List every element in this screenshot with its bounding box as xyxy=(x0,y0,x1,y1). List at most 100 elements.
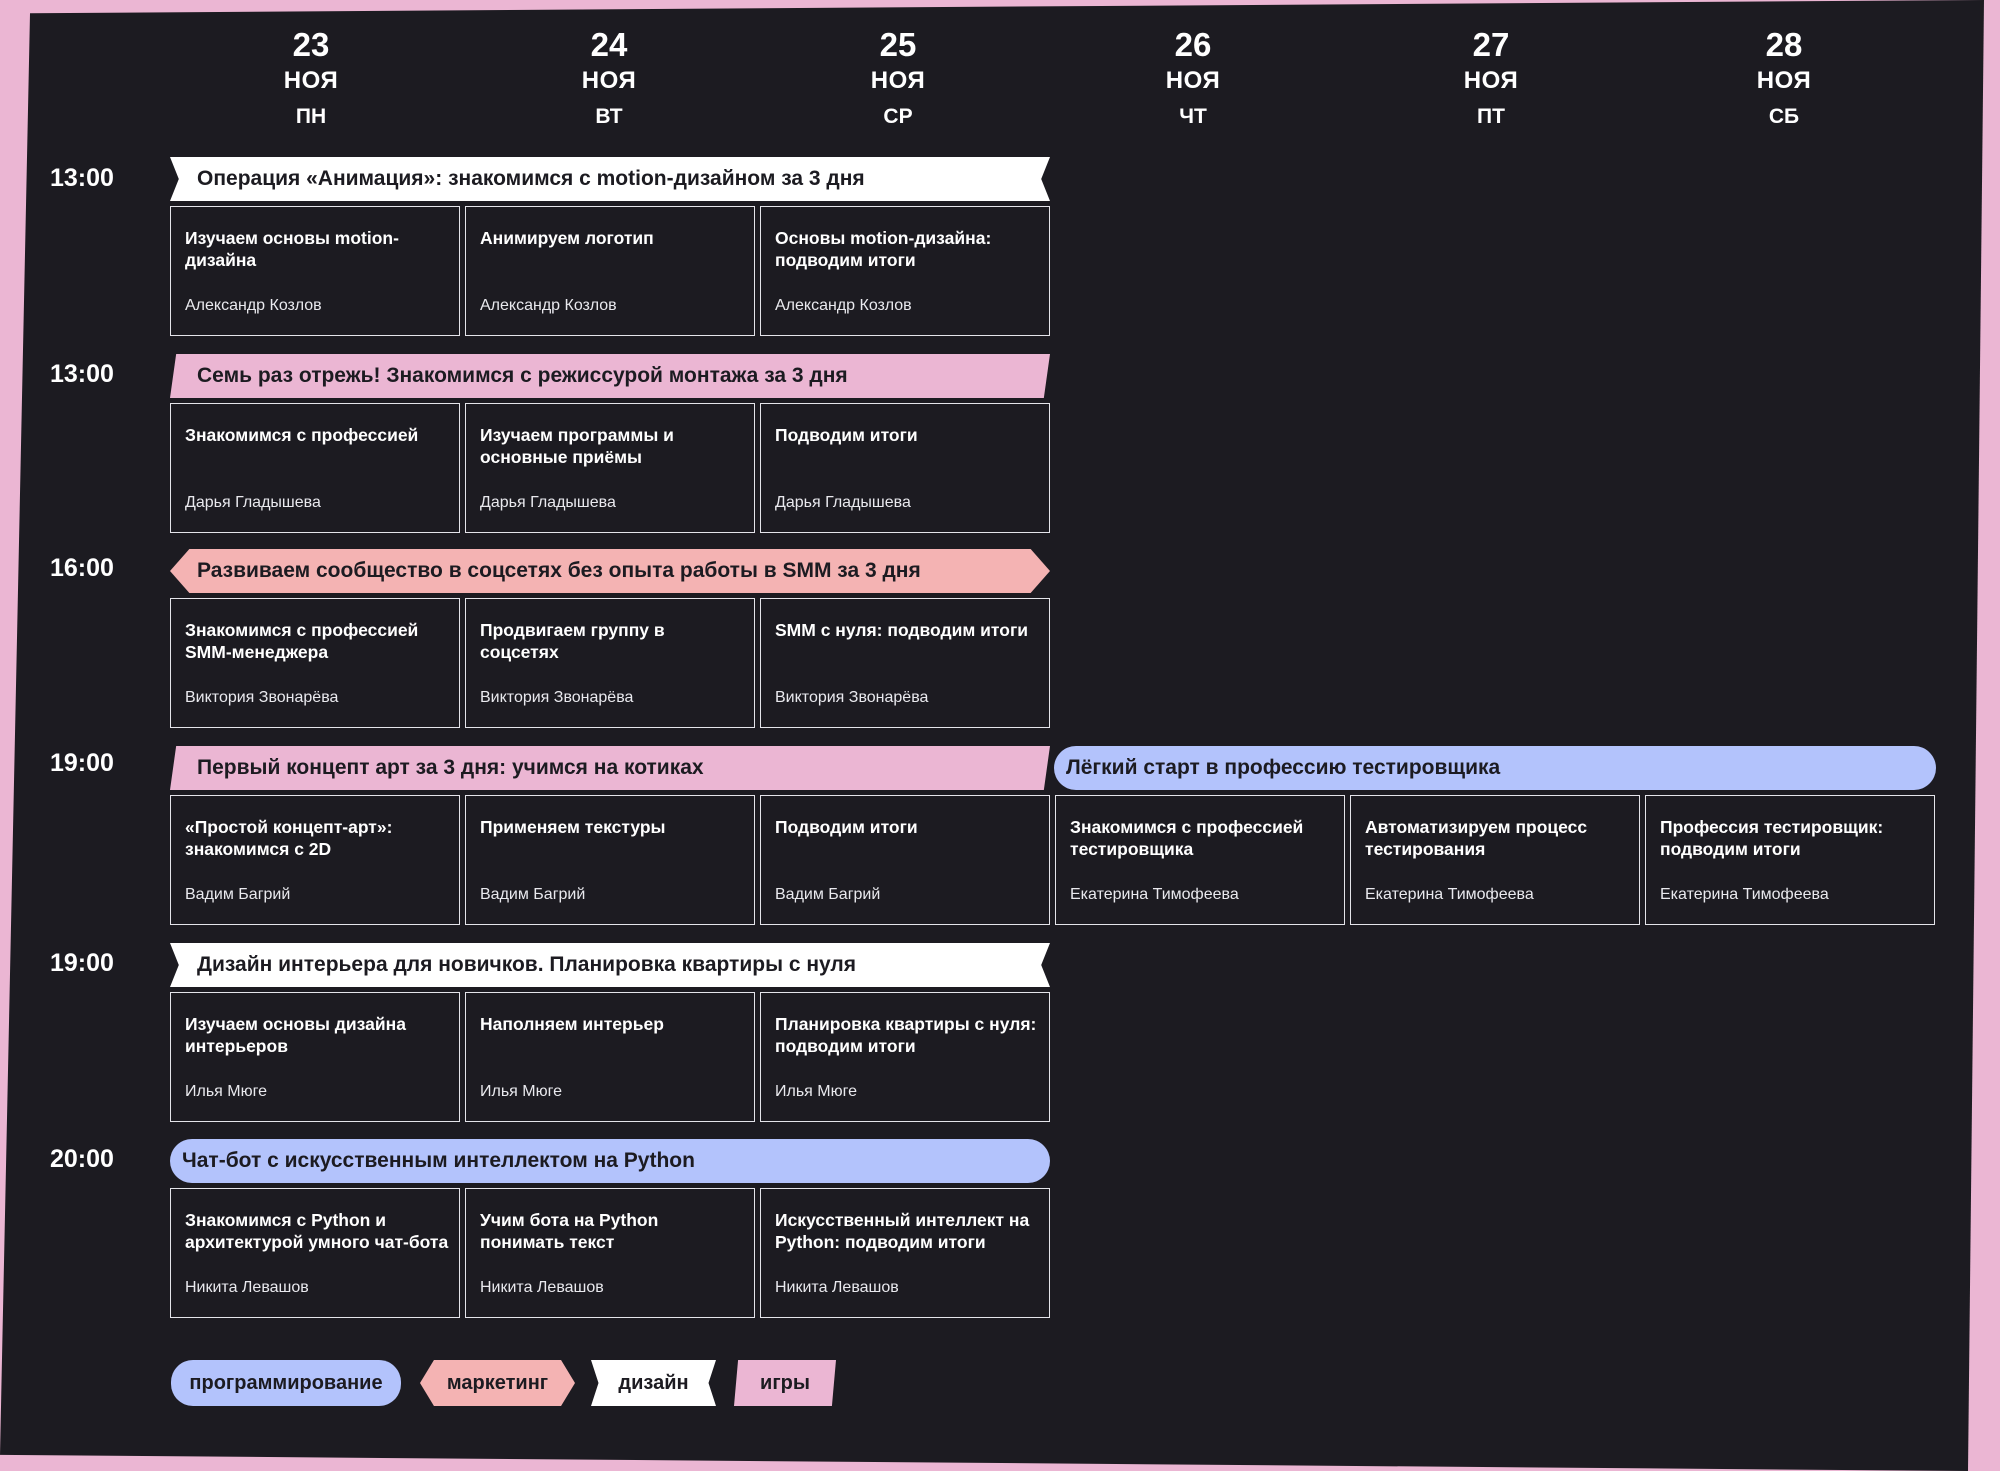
lesson-title: Автоматизируем процесс тестирования xyxy=(1365,817,1588,859)
lesson-author: Никита Левашов xyxy=(185,1279,309,1296)
course-banner-concept-art[interactable]: Первый концепт арт за 3 дня: учимся на к… xyxy=(170,746,1050,790)
day-month: НОЯ xyxy=(1165,67,1221,94)
lesson-card[interactable]: Учим бота на Python понимать текст Никит… xyxy=(465,1188,755,1318)
course-banner-montage[interactable]: Семь раз отрежь! Знакомимся с режиссурой… xyxy=(170,354,1050,398)
course-banner-motion-design[interactable]: Операция «Анимация»: знакомимся с motion… xyxy=(170,157,1050,201)
legend-chip-games: игры xyxy=(734,1360,836,1406)
lesson-author: Александр Козлов xyxy=(185,297,322,314)
day-header-27: 27 НОЯ ПТ xyxy=(1431,22,1551,132)
lesson-author: Виктория Звонарёва xyxy=(185,689,339,706)
lesson-card[interactable]: Изучаем основы motion-дизайна Александр … xyxy=(170,206,460,336)
lesson-title: Анимируем логотип xyxy=(480,228,654,248)
legend-label: дизайн xyxy=(618,1371,689,1394)
day-weekday: ЧТ xyxy=(1179,105,1207,128)
lesson-title: Искусственный интеллект на Python: подво… xyxy=(775,1210,1030,1252)
lesson-title: Знакомимся с профессией SMM-менеджера xyxy=(185,620,419,662)
lesson-title: Основы motion-дизайна: подводим итоги xyxy=(775,228,992,270)
lesson-author: Вадим Багрий xyxy=(185,886,291,903)
lesson-author: Илья Мюге xyxy=(775,1083,857,1100)
lesson-card[interactable]: Подводим итоги Дарья Гладышева xyxy=(760,403,1050,533)
lesson-card[interactable]: Наполняем интерьер Илья Мюге xyxy=(465,992,755,1122)
course-title: Дизайн интерьера для новичков. Планировк… xyxy=(197,953,857,976)
day-month: НОЯ xyxy=(870,67,926,94)
lesson-card[interactable]: Знакомимся с профессией тестировщика Ека… xyxy=(1055,795,1345,925)
time-label: 20:00 xyxy=(50,1145,114,1173)
lesson-card[interactable]: Знакомимся с Python и архитектурой умног… xyxy=(170,1188,460,1318)
day-header-24: 24 НОЯ ВТ xyxy=(549,22,669,132)
course-title: Лёгкий старт в профессию тестировщика xyxy=(1066,756,1501,779)
lesson-title: Изучаем основы дизайна интерьеров xyxy=(185,1014,406,1056)
lesson-title: Продвигаем группу в соцсетях xyxy=(480,620,665,662)
legend-label: игры xyxy=(760,1371,810,1394)
day-number: 23 xyxy=(292,26,330,63)
legend-label: маркетинг xyxy=(446,1371,549,1394)
lesson-author: Вадим Багрий xyxy=(480,886,586,903)
lesson-card[interactable]: Основы motion-дизайна: подводим итоги Ал… xyxy=(760,206,1050,336)
lesson-author: Екатерина Тимофеева xyxy=(1070,886,1239,903)
course-banner-smm[interactable]: Развиваем сообщество в соцсетях без опыт… xyxy=(170,549,1050,593)
day-weekday: СБ xyxy=(1768,105,1800,128)
time-label: 13:00 xyxy=(50,360,114,388)
time-label: 19:00 xyxy=(50,949,114,977)
lesson-card[interactable]: Изучаем основы дизайна интерьеров Илья М… xyxy=(170,992,460,1122)
day-month: НОЯ xyxy=(581,67,637,94)
lesson-card[interactable]: Искусственный интеллект на Python: подво… xyxy=(760,1188,1050,1318)
legend-chip-design: дизайн xyxy=(591,1360,716,1406)
lesson-title: Изучаем основы motion-дизайна xyxy=(185,228,399,270)
course-banner-interior-design[interactable]: Дизайн интерьера для новичков. Планировк… xyxy=(170,943,1050,987)
lesson-card[interactable]: Подводим итоги Вадим Багрий xyxy=(760,795,1050,925)
course-banner-python-chatbot[interactable]: Чат-бот с искусственным интеллектом на P… xyxy=(170,1139,1050,1183)
lesson-title: Знакомимся с Python и архитектурой умног… xyxy=(185,1210,449,1252)
legend-chip-marketing: маркетинг xyxy=(420,1360,575,1406)
lesson-title: Подводим итоги xyxy=(775,817,918,837)
lesson-card[interactable]: Анимируем логотип Александр Козлов xyxy=(465,206,755,336)
lesson-title: Учим бота на Python понимать текст xyxy=(480,1210,659,1252)
lesson-card[interactable]: Профессия тестировщик: подводим итоги Ек… xyxy=(1645,795,1935,925)
lesson-title: «Простой концепт-арт»: знакомимся с 2D xyxy=(185,817,393,859)
lesson-title: Наполняем интерьер xyxy=(480,1014,664,1034)
lesson-card[interactable]: Планировка квартиры с нуля: подводим ито… xyxy=(760,992,1050,1122)
lesson-card[interactable]: Применяем текстуры Вадим Багрий xyxy=(465,795,755,925)
day-number: 26 xyxy=(1174,26,1212,63)
lesson-author: Александр Козлов xyxy=(480,297,617,314)
day-number: 25 xyxy=(879,26,917,63)
course-banner-testing[interactable]: Лёгкий старт в профессию тестировщика xyxy=(1054,746,1936,790)
course-title: Семь раз отрежь! Знакомимся с режиссурой… xyxy=(197,364,848,387)
lesson-author: Дарья Гладышева xyxy=(185,494,321,511)
day-weekday: ВТ xyxy=(595,105,623,128)
lesson-author: Дарья Гладышева xyxy=(775,494,911,511)
day-header-28: 28 НОЯ СБ xyxy=(1724,22,1844,132)
lesson-title: Планировка квартиры с нуля: подводим ито… xyxy=(775,1014,1037,1056)
lesson-author: Екатерина Тимофеева xyxy=(1365,886,1534,903)
time-label: 13:00 xyxy=(50,164,114,192)
lesson-card[interactable]: Автоматизируем процесс тестирования Екат… xyxy=(1350,795,1640,925)
legend-chip-programming: программирование xyxy=(171,1360,401,1406)
lesson-title: Знакомимся с профессией xyxy=(185,425,419,445)
time-label: 16:00 xyxy=(50,554,114,582)
day-number: 28 xyxy=(1765,26,1803,63)
lesson-author: Виктория Звонарёва xyxy=(775,689,929,706)
day-header-26: 26 НОЯ ЧТ xyxy=(1133,22,1253,132)
day-weekday: СР xyxy=(883,105,913,128)
lesson-card[interactable]: «Простой концепт-арт»: знакомимся с 2D В… xyxy=(170,795,460,925)
lesson-author: Вадим Багрий xyxy=(775,886,881,903)
lesson-author: Александр Козлов xyxy=(775,297,912,314)
lesson-author: Илья Мюге xyxy=(185,1083,267,1100)
day-weekday: ПН xyxy=(295,105,327,128)
lesson-card[interactable]: SMM с нуля: подводим итоги Виктория Звон… xyxy=(760,598,1050,728)
course-title: Операция «Анимация»: знакомимся с motion… xyxy=(197,167,865,190)
lesson-author: Никита Левашов xyxy=(480,1279,604,1296)
lesson-author: Илья Мюге xyxy=(480,1083,562,1100)
day-month: НОЯ xyxy=(283,67,339,94)
lesson-author: Дарья Гладышева xyxy=(480,494,616,511)
lesson-card[interactable]: Знакомимся с профессией Дарья Гладышева xyxy=(170,403,460,533)
lesson-card[interactable]: Изучаем программы и основные приёмы Дарь… xyxy=(465,403,755,533)
lesson-author: Никита Левашов xyxy=(775,1279,899,1296)
day-number: 24 xyxy=(590,26,628,63)
course-title: Развиваем сообщество в соцсетях без опыт… xyxy=(197,559,921,582)
lesson-card[interactable]: Продвигаем группу в соцсетях Виктория Зв… xyxy=(465,598,755,728)
lesson-title: SMM с нуля: подводим итоги xyxy=(775,620,1029,640)
lesson-card[interactable]: Знакомимся с профессией SMM-менеджера Ви… xyxy=(170,598,460,728)
day-number: 27 xyxy=(1472,26,1510,63)
